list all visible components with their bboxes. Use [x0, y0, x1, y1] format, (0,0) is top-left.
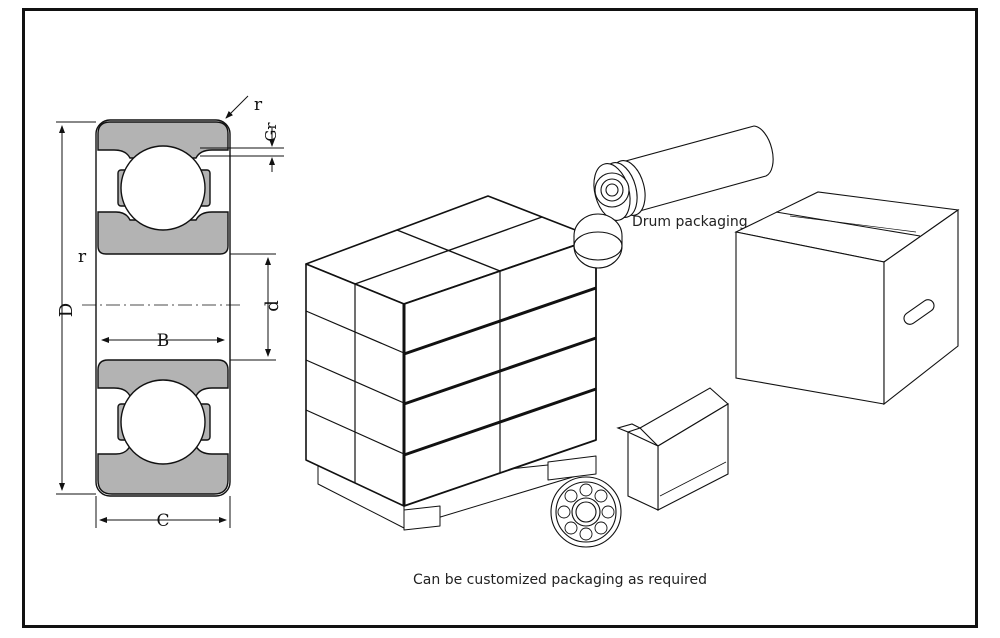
small-box	[616, 387, 729, 511]
caption: Can be customized packaging as required	[413, 572, 707, 588]
box-front	[735, 231, 885, 405]
pallet-stack	[305, 195, 597, 531]
drum-packaging	[573, 125, 774, 269]
label-B: B	[157, 331, 170, 351]
bearing-cross-section	[95, 119, 231, 497]
ball-bottom	[120, 379, 206, 465]
label-C: C	[156, 511, 169, 531]
cardboard-box	[734, 191, 960, 406]
box-handle	[903, 299, 935, 325]
inner-ring-bottom	[97, 359, 229, 397]
outer-ring-top	[97, 121, 229, 159]
loose-bearing	[550, 476, 622, 548]
drum-packaging-label: Drum packaging	[632, 214, 748, 230]
label-d: d	[262, 300, 283, 312]
outer-ring-bottom	[97, 445, 229, 495]
ball-top	[120, 145, 206, 231]
diagram-frame	[22, 8, 978, 628]
label-r-top: r	[254, 95, 263, 115]
inner-ring-top	[97, 211, 229, 255]
radius-leader	[225, 95, 249, 119]
label-Gr: Gr	[262, 122, 280, 142]
label-r-side: r	[78, 247, 87, 267]
dimension-lines	[56, 95, 284, 528]
label-D: D	[56, 303, 77, 317]
